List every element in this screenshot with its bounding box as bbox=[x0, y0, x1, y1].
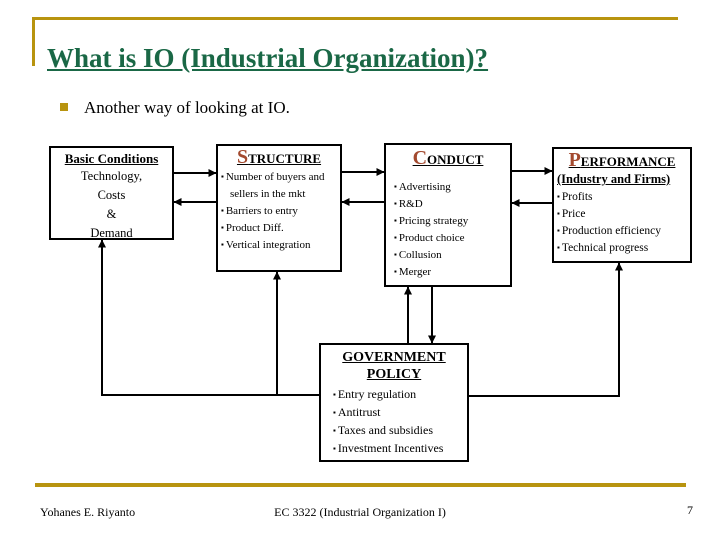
structure-box: STRUCTURE Number of buyers and sellers i… bbox=[216, 144, 342, 272]
footer-author: Yohanes E. Riyanto bbox=[40, 505, 136, 519]
government-policy-title-line1: GOVERNMENT bbox=[342, 350, 446, 365]
government-policy-items: Entry regulation Antitrust Taxes and sub… bbox=[321, 386, 467, 458]
top-accent-line bbox=[32, 17, 678, 20]
basic-conditions-title: Basic Conditions bbox=[64, 151, 159, 166]
list-item: Entry regulation bbox=[333, 386, 467, 404]
list-item: Technical progress bbox=[557, 240, 690, 257]
basic-conditions-line: Technology, bbox=[80, 169, 143, 183]
bullet-square-icon bbox=[60, 103, 68, 111]
list-item: Number of buyers and sellers in the mkt bbox=[221, 169, 340, 203]
conduct-initial: C bbox=[412, 147, 428, 169]
conduct-title: CONDUCT bbox=[386, 148, 510, 170]
conduct-box: CONDUCT Advertising R&D Pricing strategy… bbox=[384, 143, 512, 287]
government-policy-box: GOVERNMENT POLICY Entry regulation Antit… bbox=[319, 343, 469, 462]
performance-initial: P bbox=[568, 149, 581, 171]
list-item: Collusion bbox=[394, 247, 510, 264]
list-item: Pricing strategy bbox=[394, 213, 510, 230]
bullet-row: Another way of looking at IO. bbox=[60, 97, 290, 119]
structure-title: STRUCTURE bbox=[218, 147, 340, 169]
performance-box: PERFORMANCE (Industry and Firms) Profits… bbox=[552, 147, 692, 263]
list-item: R&D bbox=[394, 196, 510, 213]
list-item: Price bbox=[557, 206, 690, 223]
basic-conditions-line: Costs bbox=[97, 188, 126, 202]
list-item: Product Diff. bbox=[221, 220, 340, 237]
basic-conditions-box: Basic Conditions Technology, Costs & Dem… bbox=[49, 146, 174, 240]
left-accent-line bbox=[32, 17, 35, 66]
list-item: Merger bbox=[394, 264, 510, 281]
list-item: Product choice bbox=[394, 230, 510, 247]
performance-title-rest: ERFORMANCE bbox=[580, 154, 676, 169]
footer-page-number: 7 bbox=[687, 503, 693, 517]
list-item: Vertical integration bbox=[221, 237, 340, 254]
list-item: Advertising bbox=[394, 179, 510, 196]
structure-initial: S bbox=[236, 146, 249, 168]
conduct-title-rest: ONDUCT bbox=[427, 152, 484, 167]
performance-title: PERFORMANCE bbox=[554, 149, 690, 171]
list-item: Production efficiency bbox=[557, 223, 690, 240]
list-item: Investment Incentives bbox=[333, 440, 467, 458]
slide-title: What is IO (Industrial Organization)? bbox=[47, 43, 489, 73]
performance-items: Profits Price Production efficiency Tech… bbox=[554, 189, 690, 257]
performance-subtitle: (Industry and Firms) bbox=[557, 172, 671, 186]
list-item: Taxes and subsidies bbox=[333, 422, 467, 440]
basic-conditions-line: & bbox=[106, 207, 117, 221]
list-item: Barriers to entry bbox=[221, 203, 340, 220]
list-item: Antitrust bbox=[333, 404, 467, 422]
list-item: Profits bbox=[557, 189, 690, 206]
structure-title-rest: TRUCTURE bbox=[248, 151, 322, 166]
footer-course: EC 3322 (Industrial Organization I) bbox=[274, 505, 446, 519]
bullet-text: Another way of looking at IO. bbox=[84, 98, 290, 117]
government-policy-title-line2: POLICY bbox=[366, 367, 422, 382]
basic-conditions-line: Demand bbox=[90, 226, 133, 240]
conduct-items: Advertising R&D Pricing strategy Product… bbox=[386, 179, 510, 281]
structure-items: Number of buyers and sellers in the mkt … bbox=[218, 169, 340, 254]
bottom-accent-line bbox=[35, 483, 686, 487]
